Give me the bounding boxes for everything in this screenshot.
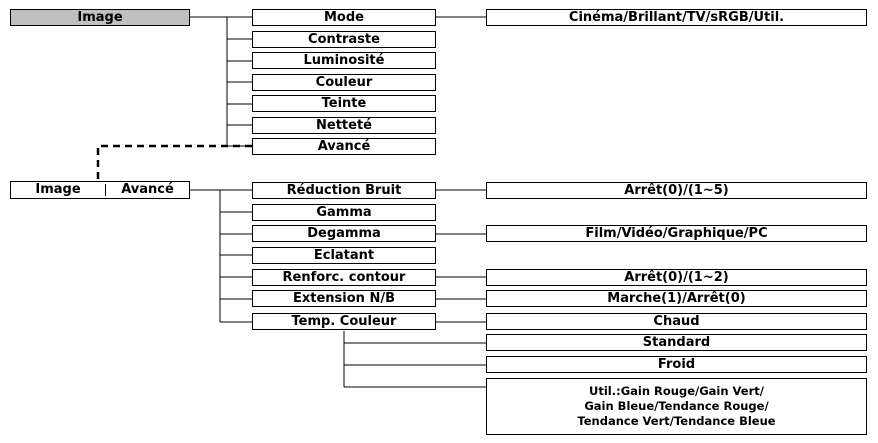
- color-temp-chaud: Chaud: [486, 313, 867, 330]
- color-temp-froid: Froid: [486, 356, 867, 373]
- menu-item-renforc-contour: Renforc. contour: [252, 269, 436, 286]
- menu-item-nettete: Netteté: [252, 117, 436, 134]
- color-temp-user-line-2: Gain Bleue/Tendance Rouge/: [584, 399, 769, 413]
- menu-item-avance: Avancé: [252, 138, 436, 155]
- noise-reduction-options: Arrêt(0)/(1~5): [486, 182, 867, 199]
- menu-item-extension-nb: Extension N/B: [252, 290, 436, 307]
- menu-item-teinte: Teinte: [252, 95, 436, 112]
- menu-item-luminosite: Luminosité: [252, 52, 436, 69]
- menu-item-eclatant: Eclatant: [252, 247, 436, 264]
- bw-extension-options: Marche(1)/Arrêt(0): [486, 290, 867, 307]
- menu-item-reduction-bruit: Réduction Bruit: [252, 182, 436, 199]
- menu-item-degamma: Degamma: [252, 225, 436, 242]
- menu-item-contraste: Contraste: [252, 31, 436, 48]
- image-menu-title: Image: [10, 9, 190, 26]
- degamma-options: Film/Vidéo/Graphique/PC: [486, 225, 867, 242]
- menu-item-temp-couleur: Temp. Couleur: [252, 313, 436, 330]
- menu-item-couleur: Couleur: [252, 74, 436, 91]
- advanced-menu-title: Image Avancé: [10, 181, 190, 199]
- advanced-title-avance: Avancé: [121, 182, 174, 197]
- mode-options: Cinéma/Brillant/TV/sRGB/Util.: [486, 9, 867, 26]
- edge-enhance-options: Arrêt(0)/(1~2): [486, 269, 867, 286]
- menu-item-gamma: Gamma: [252, 204, 436, 221]
- title-divider: [105, 184, 106, 196]
- advanced-title-image: Image: [35, 182, 81, 197]
- color-temp-standard: Standard: [486, 334, 867, 351]
- color-temp-user-line-3: Tendance Vert/Tendance Bleue: [577, 414, 776, 428]
- color-temp-user: Util.:Gain Rouge/Gain Vert/ Gain Bleue/T…: [486, 378, 867, 435]
- color-temp-user-line-1: Util.:Gain Rouge/Gain Vert/: [589, 384, 764, 398]
- menu-item-mode: Mode: [252, 9, 436, 26]
